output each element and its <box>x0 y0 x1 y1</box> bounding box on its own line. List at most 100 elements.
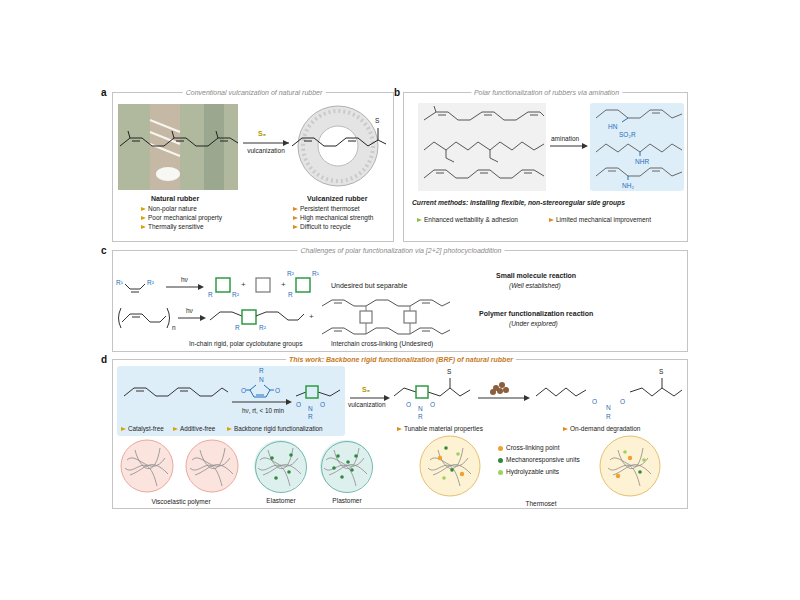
small-molecule-scheme-part <box>198 284 204 290</box>
brf-scheme <box>117 366 682 436</box>
atom-label: O <box>296 401 301 408</box>
node-text: Difficult to recycle <box>300 223 351 230</box>
atom-label: R² <box>287 270 294 277</box>
polymer-scheme-part <box>404 311 416 323</box>
panel-box: This work: Backbone rigid functionalizat… <box>112 359 688 509</box>
node-text: High mechanical strength <box>300 214 373 221</box>
material-state-circles-part-part <box>346 460 350 464</box>
polyisoprene-chain-part <box>120 138 238 146</box>
reaction-label: vulcanization <box>348 401 386 408</box>
aminated-chains-part-part <box>596 168 682 176</box>
node-text: Vulcanized rubber <box>307 195 367 203</box>
material-state-circles-part-part <box>450 468 454 472</box>
node-text: Catalyst-free <box>128 425 164 432</box>
polymer-scheme-part <box>210 312 242 320</box>
reaction-label: hν <box>186 307 193 314</box>
node-text: Interchain cross-linking (Undesired) <box>331 340 433 347</box>
polymer-scheme-part <box>122 314 166 322</box>
material-state-circles-part <box>125 448 168 486</box>
state-circle: Plastomer <box>321 441 373 493</box>
material-state-circles <box>121 436 660 496</box>
material-state-circles-part-part <box>442 476 446 480</box>
brf-scheme-part <box>416 386 428 398</box>
polymer-scheme-part <box>119 308 170 328</box>
polymer-scheme-part <box>360 311 372 323</box>
aminated-chains-part-part <box>608 171 660 172</box>
node-text: Undesired but separable <box>331 282 407 290</box>
atom-label: O <box>620 398 625 405</box>
plus-sign: + <box>309 312 314 321</box>
aminated-chains-part <box>590 103 684 191</box>
rubber-tree-photo-part <box>204 104 224 190</box>
vulcanized-chain-part <box>292 138 386 146</box>
bullet-arrow <box>141 207 146 211</box>
node-text: Persistent thermoset <box>300 205 360 212</box>
circle-outline <box>255 441 307 493</box>
node-text: Current methods: installing flexible, no… <box>412 199 625 207</box>
reaction-arrow <box>550 143 588 149</box>
bullet-arrow <box>293 216 298 220</box>
aminated-chains-part-part <box>596 110 682 118</box>
brf-scheme-part <box>394 378 470 396</box>
bullet-arrow <box>173 427 178 431</box>
atom-label: R <box>235 324 240 331</box>
brf-scheme-part <box>350 398 386 399</box>
reaction-arrow-part <box>582 143 588 149</box>
material-state-circles-part-part <box>616 474 620 478</box>
bullet-arrow <box>293 207 298 211</box>
node-text: Tunable material properties <box>404 425 483 432</box>
material-state-circles-part-part <box>336 454 340 458</box>
brf-scheme-part <box>384 395 390 401</box>
atom-label: NHR <box>635 158 649 165</box>
brf-scheme-part <box>478 398 526 399</box>
material-state-circles-part-part <box>354 454 358 458</box>
small-molecule-scheme-part <box>216 278 230 292</box>
degradation-reagent-part <box>499 382 505 388</box>
atom-label: R² <box>232 291 239 298</box>
atom-label: O <box>275 387 280 394</box>
brf-scheme-part <box>286 399 292 405</box>
bullet-arrow <box>397 427 402 431</box>
node-text: Thermoset <box>525 500 556 507</box>
brf-scheme-part <box>136 391 188 392</box>
atom-label: R¹ <box>116 279 123 286</box>
circle-outline-stroke <box>322 442 373 493</box>
node-text: Thermally sensitive <box>148 223 204 230</box>
edge-label: vulcanization <box>247 147 285 154</box>
degradation-reagent-part <box>490 389 496 395</box>
panel-letter: a <box>101 87 107 99</box>
panel-title: Challenges of polar functionalization vi… <box>298 247 505 255</box>
material-state-circles-part <box>608 448 651 486</box>
panel-box: Challenges of polar functionalization vi… <box>112 250 688 352</box>
vulcanized-chain <box>292 128 386 146</box>
reaction-arrow-part <box>550 146 584 147</box>
atom-label: R² <box>259 324 266 331</box>
rubber-chains-grey-part <box>418 103 546 191</box>
node-text: hν, rt, < 10 min <box>242 407 284 414</box>
aminated-chains-part <box>622 118 640 180</box>
legend-text: Cross-linking point <box>506 444 559 451</box>
tire-image-part <box>303 111 373 181</box>
legend-swatch <box>498 458 503 463</box>
polymer-scheme-part <box>200 315 206 321</box>
polymer-scheme-part <box>242 310 256 324</box>
material-state-circles-part-part <box>623 450 627 454</box>
polymer-scheme-part <box>178 318 202 319</box>
panel-letter: c <box>101 245 107 257</box>
material-state-circles-part-part <box>438 456 442 460</box>
material-state-circles-part-part <box>332 466 336 470</box>
atom-label: O <box>320 401 325 408</box>
atom-label: R <box>208 291 213 298</box>
material-state-circles-part <box>420 436 480 496</box>
state-circle: Elastomer <box>255 441 307 493</box>
degradation-reagent-part <box>497 388 503 394</box>
reaction-arrow <box>243 140 289 146</box>
material-state-circles-part-part <box>340 475 344 479</box>
atom-label: HN <box>608 123 617 130</box>
legend-text: Hydrolyzable units <box>506 468 559 475</box>
material-state-circles-part-part <box>350 468 354 472</box>
vulcanized-chain-part <box>304 128 378 141</box>
plus-sign: + <box>241 280 246 289</box>
bullet-arrow <box>141 225 146 229</box>
node-text: Additive-free <box>180 425 215 432</box>
